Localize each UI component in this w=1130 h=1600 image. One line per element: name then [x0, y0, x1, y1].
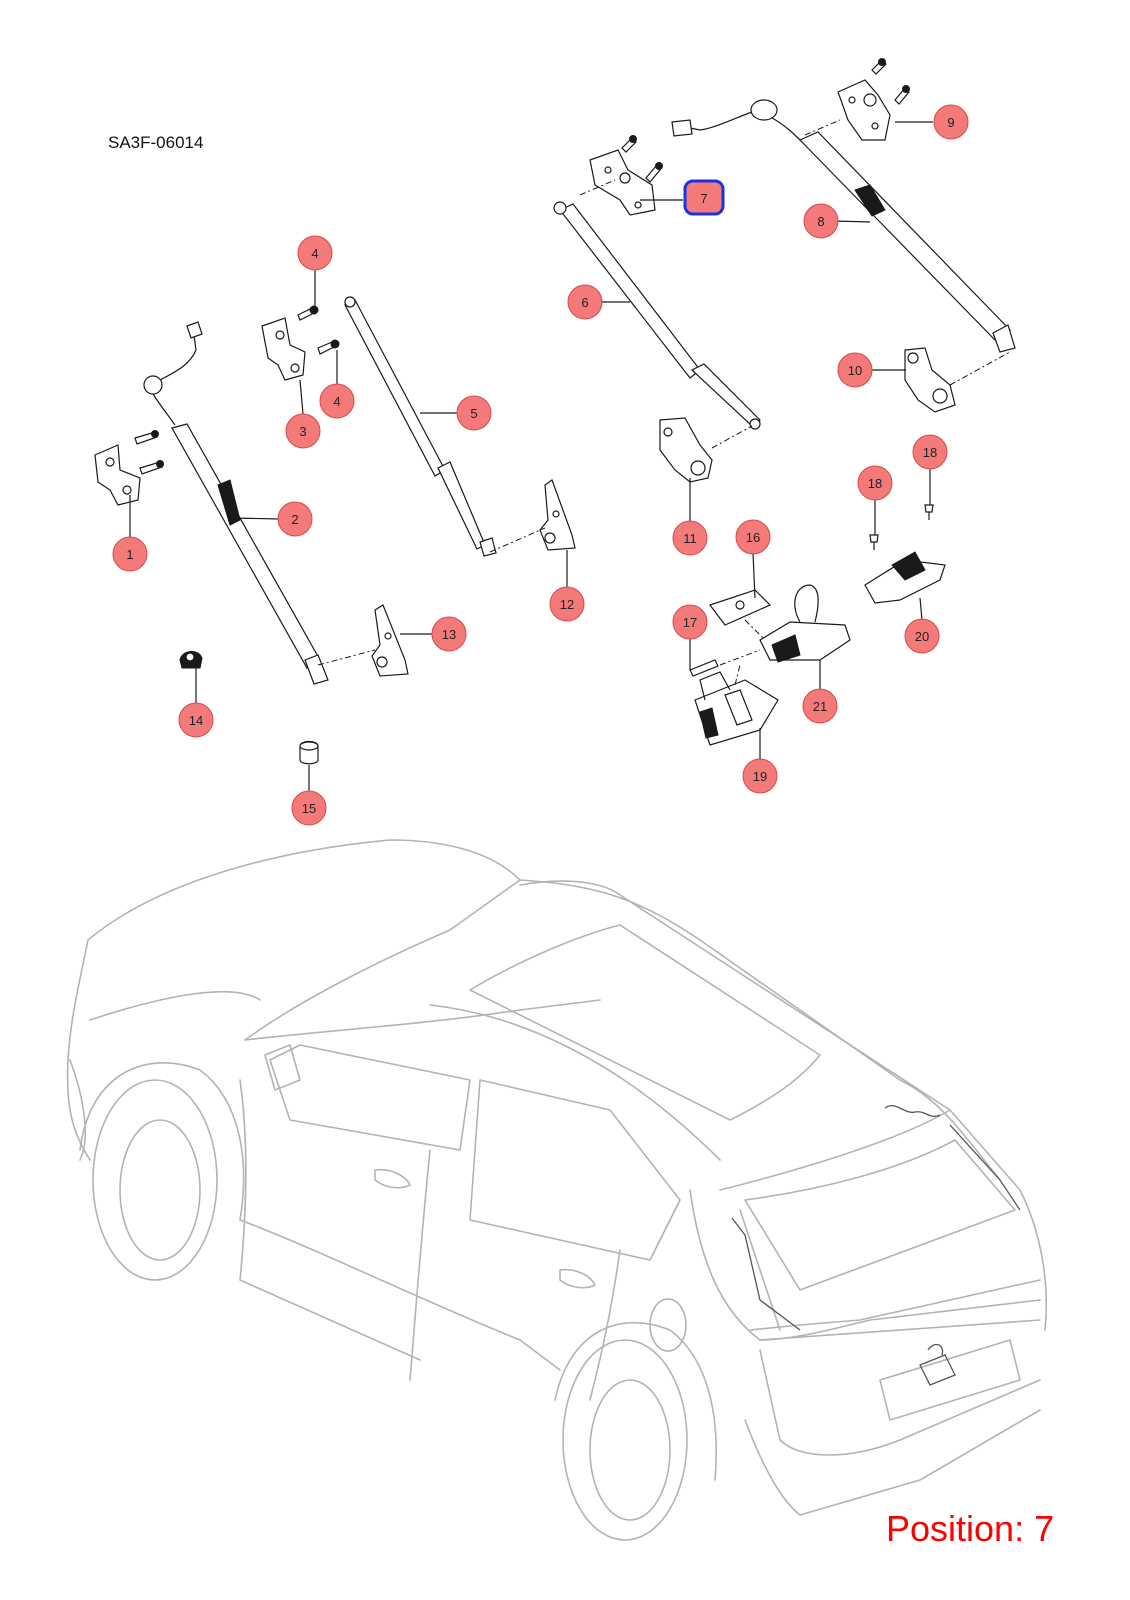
parts — [94, 58, 1016, 765]
part-17-clip-plate — [689, 659, 719, 677]
part-13-lower-bracket — [371, 604, 409, 677]
callout-5[interactable]: 5 — [456, 395, 492, 431]
part-12-lower-bracket — [539, 479, 576, 551]
svg-text:5: 5 — [470, 406, 477, 421]
callout-16[interactable]: 16 — [735, 519, 771, 555]
svg-text:16: 16 — [746, 530, 760, 545]
svg-text:4: 4 — [311, 246, 318, 261]
callout-leaders — [129, 121, 933, 792]
svg-text:15: 15 — [302, 801, 316, 816]
callout-10[interactable]: 10 — [837, 352, 873, 388]
part-9-upper-bracket — [837, 58, 910, 141]
svg-text:13: 13 — [442, 627, 456, 642]
part-16-cover-plate — [709, 589, 772, 626]
callout-12[interactable]: 12 — [549, 586, 585, 622]
callout-13[interactable]: 13 — [431, 616, 467, 652]
svg-text:6: 6 — [581, 295, 588, 310]
callout-18[interactable]: 18 — [857, 465, 893, 501]
callout-11[interactable]: 11 — [672, 520, 708, 556]
part-11-lower-bracket — [659, 417, 713, 483]
part-18-screws — [869, 504, 934, 550]
part-3-hinge-bracket — [261, 317, 306, 381]
svg-text:18: 18 — [868, 476, 882, 491]
svg-text:17: 17 — [683, 615, 697, 630]
callout-1[interactable]: 1 — [112, 536, 148, 572]
part-15-grommet — [299, 740, 319, 765]
callout-19[interactable]: 19 — [742, 758, 778, 794]
callout-6[interactable]: 6 — [567, 284, 603, 320]
svg-text:20: 20 — [915, 629, 929, 644]
svg-text:11: 11 — [683, 531, 697, 546]
part-5-gas-strut — [344, 296, 497, 557]
callout-2[interactable]: 2 — [277, 501, 313, 537]
svg-text:8: 8 — [817, 214, 824, 229]
callout-9[interactable]: 9 — [933, 104, 969, 140]
callout-8[interactable]: 8 — [803, 203, 839, 239]
part-14-clip — [179, 651, 203, 669]
callout-bubbles: 1 2 3 4 4 5 6 8 9 10 11 12 13 14 15 16 1… — [112, 104, 969, 826]
callout-17[interactable]: 17 — [672, 604, 708, 640]
callout-3[interactable]: 3 — [285, 413, 321, 449]
svg-text:1: 1 — [126, 547, 133, 562]
svg-text:4: 4 — [333, 394, 340, 409]
callout-4[interactable]: 4 — [297, 235, 333, 271]
callout-18[interactable]: 18 — [912, 434, 948, 470]
diagram-code: SA3F-06014 — [108, 133, 204, 152]
svg-text:14: 14 — [189, 713, 203, 728]
svg-text:18: 18 — [923, 445, 937, 460]
part-21-latch-motor — [759, 584, 851, 663]
svg-text:21: 21 — [813, 699, 827, 714]
svg-text:12: 12 — [560, 597, 574, 612]
part-4-bolts — [297, 305, 340, 355]
svg-text:7: 7 — [700, 191, 707, 206]
callout-20[interactable]: 20 — [904, 618, 940, 654]
part-10-lower-bracket — [904, 347, 956, 413]
part-8-power-strut — [671, 99, 1016, 353]
part-7-upper-bracket — [589, 135, 663, 216]
position-label: Position: 7 — [886, 1508, 1055, 1549]
svg-text:9: 9 — [947, 115, 954, 130]
svg-text:19: 19 — [753, 769, 767, 784]
part-2-power-strut — [143, 321, 329, 685]
part-19-lock-actuator — [694, 671, 779, 746]
callout-14[interactable]: 14 — [178, 702, 214, 738]
callout-4[interactable]: 4 — [319, 383, 355, 419]
part-20-lock-assembly — [864, 551, 946, 604]
svg-text:3: 3 — [299, 424, 306, 439]
svg-text:2: 2 — [291, 512, 298, 527]
part-1-hinge-bracket — [94, 430, 164, 506]
selected-highlight-box — [683, 179, 725, 216]
callout-7-selected[interactable]: 7 — [683, 179, 725, 216]
vehicle-outline — [66, 839, 1048, 1541]
callout-15[interactable]: 15 — [291, 790, 327, 826]
callout-21[interactable]: 21 — [802, 688, 838, 724]
svg-text:10: 10 — [848, 363, 862, 378]
part-6-gas-strut — [553, 201, 761, 430]
